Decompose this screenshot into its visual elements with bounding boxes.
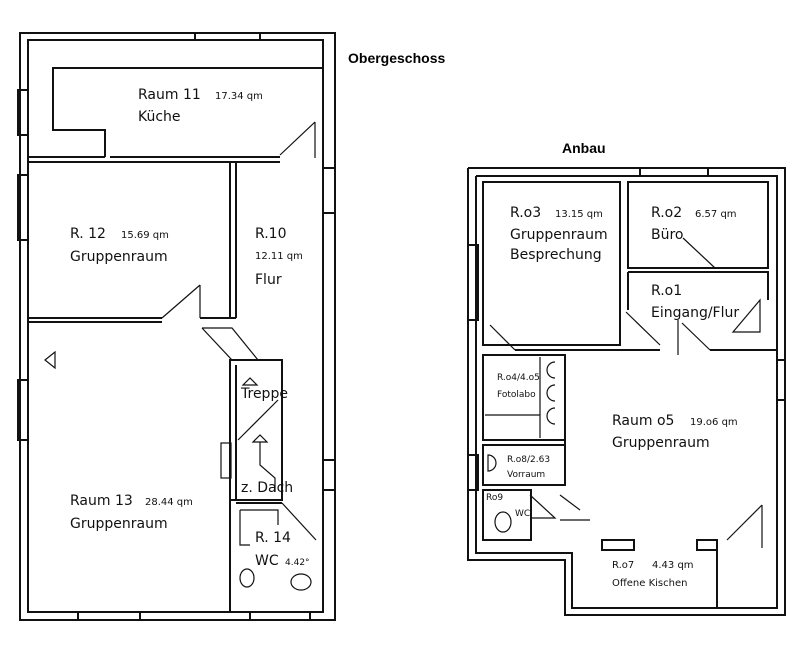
room-o9-use: WC xyxy=(515,509,530,519)
room-14-name: R. 14 xyxy=(255,530,291,546)
room-12-use: Gruppenraum xyxy=(70,249,168,265)
room-14-area: 4.42° xyxy=(285,558,310,568)
room-o2-name: R.o2 xyxy=(651,205,682,221)
room-o3-use2: Besprechung xyxy=(510,247,602,263)
room-13-name: Raum 13 xyxy=(70,493,133,509)
room-o3-area: 13.15 qm xyxy=(555,209,603,220)
room-12-area: 15.69 qm xyxy=(121,230,169,241)
room-o4-use: Fotolabo xyxy=(497,390,536,400)
anbau-heading: Anbau xyxy=(562,140,606,156)
room-10-area: 12.11 qm xyxy=(255,251,303,262)
room-o8-use: Vorraum xyxy=(507,470,545,480)
obergeschoss-heading: Obergeschoss xyxy=(348,50,445,66)
room-o5-area: 19.o6 qm xyxy=(690,417,738,428)
room-11-area: 17.34 qm xyxy=(215,91,263,102)
room-o7-area: 4.43 qm xyxy=(652,560,694,571)
room-o9-name: Ro9 xyxy=(486,493,503,503)
stairs-roof-label: z. Dach xyxy=(241,480,293,496)
room-10-use: Flur xyxy=(255,272,282,288)
room-13-use: Gruppenraum xyxy=(70,516,168,532)
room-o7-name: R.o7 xyxy=(612,560,634,571)
room-11-use: Küche xyxy=(138,109,181,125)
stairs-label: Treppe xyxy=(240,386,288,402)
room-o2-area: 6.57 qm xyxy=(695,209,737,220)
room-o4-name: R.o4/4.o5 xyxy=(497,373,540,383)
room-10-name: R.10 xyxy=(255,226,287,242)
room-14-use: WC xyxy=(255,553,279,569)
room-o1-use: Eingang/Flur xyxy=(651,305,739,321)
room-o1-name: R.o1 xyxy=(651,283,682,299)
room-o8-name: R.o8/2.63 xyxy=(507,455,550,465)
room-o7-use: Offene Kischen xyxy=(612,578,687,589)
room-o3-name: R.o3 xyxy=(510,205,541,221)
room-o5-name: Raum o5 xyxy=(612,413,674,429)
room-11-name: Raum 11 xyxy=(138,87,201,103)
obergeschoss-walls xyxy=(17,32,336,621)
room-o3-use: Gruppenraum xyxy=(510,227,608,243)
room-12-name: R. 12 xyxy=(70,226,106,242)
room-13-area: 28.44 qm xyxy=(145,497,193,508)
room-o2-use: Büro xyxy=(651,227,684,243)
anbau-walls xyxy=(467,167,786,616)
room-o5-use: Gruppenraum xyxy=(612,435,710,451)
